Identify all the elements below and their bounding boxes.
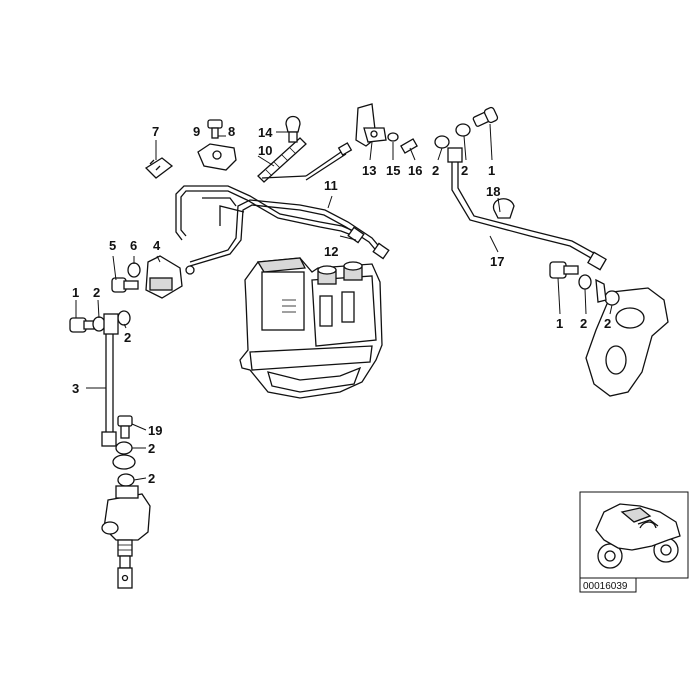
- brake-line-11[interactable]: [175, 185, 390, 267]
- callout-13: 13: [362, 163, 376, 178]
- washer-2-caliper-b[interactable]: [604, 290, 620, 306]
- banjo-bolt-1-top[interactable]: [472, 106, 499, 127]
- callout-2-left-b: 2: [124, 330, 131, 345]
- reference-number: 00016039: [583, 581, 628, 592]
- washer-2-left-b[interactable]: [117, 310, 131, 326]
- banjo-fitting-lower: [112, 454, 136, 470]
- abs-modulator[interactable]: [239, 257, 383, 399]
- bolt-19[interactable]: [117, 415, 133, 439]
- callout-7: 7: [152, 124, 159, 139]
- washer-6[interactable]: [127, 262, 141, 278]
- callout-1-left: 1: [72, 285, 79, 300]
- callout-2-lower-b: 2: [148, 471, 155, 486]
- callout-17: 17: [490, 254, 504, 269]
- brake-line-3[interactable]: [101, 313, 119, 447]
- washer-15[interactable]: [387, 132, 399, 142]
- callout-16: 16: [408, 163, 422, 178]
- callout-5: 5: [109, 238, 116, 253]
- callout-15: 15: [386, 163, 400, 178]
- callout-4: 4: [153, 238, 161, 253]
- callout-9: 9: [193, 124, 200, 139]
- washer-2-lower-a[interactable]: [115, 441, 133, 455]
- callout-18: 18: [486, 184, 500, 199]
- bracket-13[interactable]: [355, 103, 387, 147]
- callout-2-caliper-a: 2: [580, 316, 587, 331]
- banjo-bolt-1-caliper[interactable]: [549, 261, 579, 279]
- washer-2-top-b[interactable]: [455, 123, 471, 137]
- clip-18[interactable]: [492, 198, 515, 219]
- callout-2-top-a: 2: [432, 163, 439, 178]
- brake-hose-17[interactable]: [447, 147, 607, 271]
- motorcycle-inset: 00016039: [579, 491, 689, 593]
- screw-9[interactable]: [207, 119, 223, 139]
- washer-2-caliper-a[interactable]: [578, 274, 592, 290]
- washer-2-left-a[interactable]: [92, 316, 106, 332]
- bracket-4[interactable]: [145, 255, 195, 299]
- callout-2-top-b: 2: [461, 163, 468, 178]
- master-cylinder[interactable]: [101, 485, 151, 589]
- motorcycle-icon: [595, 503, 681, 569]
- bolt-5[interactable]: [111, 277, 139, 293]
- callout-11: 11: [324, 178, 338, 193]
- brake-caliper[interactable]: [585, 287, 669, 397]
- callout-19: 19: [148, 423, 162, 438]
- bolt-16[interactable]: [400, 138, 418, 154]
- callout-2-left-a: 2: [93, 285, 100, 300]
- callout-6: 6: [130, 238, 137, 253]
- callout-10: 10: [258, 143, 272, 158]
- callout-12: 12: [324, 244, 338, 259]
- callout-1-top: 1: [488, 163, 495, 178]
- callout-3: 3: [72, 381, 79, 396]
- clip-14[interactable]: [285, 115, 301, 143]
- callout-2-lower-a: 2: [148, 441, 155, 456]
- washer-2-lower-b[interactable]: [117, 473, 135, 487]
- banjo-bolt-1-left[interactable]: [69, 317, 95, 333]
- clip-7[interactable]: [144, 157, 174, 179]
- leader-lines: [75, 123, 613, 481]
- washer-2-top-a[interactable]: [434, 135, 450, 149]
- callouts: 7 9 8 14 10 13 15 16 2 2 1 18 11 12 17 5…: [72, 124, 611, 486]
- callout-2-caliper-b: 2: [604, 316, 611, 331]
- callout-14: 14: [258, 125, 273, 140]
- callout-1-caliper: 1: [556, 316, 563, 331]
- hose-guard-10[interactable]: [257, 137, 353, 183]
- banjo-fitting-caliper: [595, 278, 607, 303]
- callout-8: 8: [228, 124, 235, 139]
- holder-8[interactable]: [197, 143, 237, 171]
